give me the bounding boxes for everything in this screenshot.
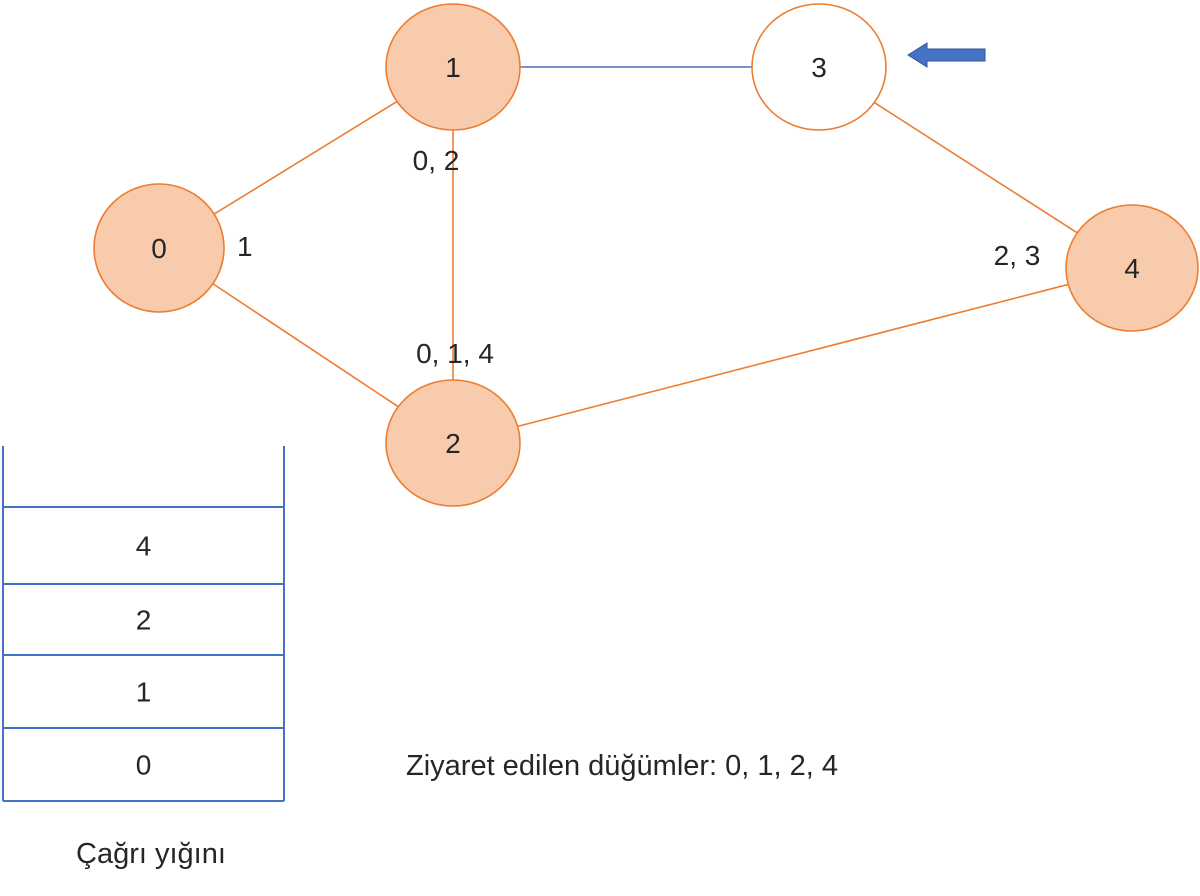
- node-2: 2: [385, 379, 521, 507]
- node-3: 3: [751, 3, 887, 131]
- adjacency-label-4: 2, 3: [994, 240, 1041, 271]
- node-circle-2: [385, 379, 521, 507]
- stack-item-1: 1: [136, 677, 152, 708]
- node-circle-4: [1065, 204, 1199, 332]
- node-circle-3: [751, 3, 887, 131]
- call-stack-title: Çağrı yığını: [76, 838, 226, 870]
- stack-item-0: 0: [136, 750, 152, 781]
- edge-3-4: [873, 101, 1078, 234]
- adjacency-label-2: 0, 1, 4: [416, 338, 494, 369]
- node-4: 4: [1065, 204, 1199, 332]
- call-stack: 4 2 1 0: [2, 446, 285, 802]
- visited-nodes-text: Ziyaret edilen düğümler: 0, 1, 2, 4: [406, 750, 839, 782]
- pointer-arrow-layer: [907, 42, 986, 68]
- edge-0-2: [212, 283, 399, 408]
- node-label-2: 2: [445, 428, 461, 459]
- edges-layer: [212, 66, 1078, 428]
- adjacency-label-0: 1: [237, 231, 253, 262]
- node-label-0: 0: [151, 233, 167, 264]
- left-arrow-icon: [907, 42, 986, 68]
- node-circle-1: [385, 3, 521, 131]
- nodes-layer: 0 1 2 3 4: [93, 3, 1199, 507]
- stack-item-4: 4: [136, 531, 152, 562]
- node-circle-0: [93, 183, 225, 313]
- edge-0-1: [213, 100, 398, 215]
- stack-item-2: 2: [136, 605, 152, 636]
- node-1: 1: [385, 3, 521, 131]
- adjacency-labels-layer: 1 0, 2 0, 1, 4 2, 3: [237, 145, 1040, 369]
- adjacency-label-1: 0, 2: [413, 145, 460, 176]
- node-0: 0: [93, 183, 225, 313]
- node-label-4: 4: [1124, 253, 1140, 284]
- edge-2-4: [517, 283, 1069, 428]
- node-label-1: 1: [445, 52, 461, 83]
- node-label-3: 3: [811, 52, 827, 83]
